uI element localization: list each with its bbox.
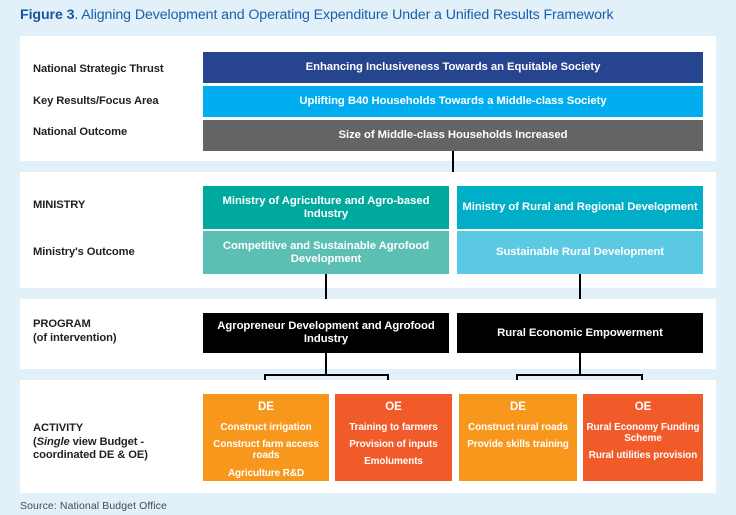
figure-title-separator: . [74,7,82,23]
activity-head: OE [634,401,652,413]
connector-program-left-bus [264,374,389,376]
activity-item: Agriculture R&D [227,467,305,479]
activity-head: DE [258,401,274,413]
row-label-key-results-focus-area: Key Results/Focus Area [33,95,159,107]
row-label-ministrys-outcome: Ministry's Outcome [33,246,135,258]
box-program-rural-economic: Rural Economic Empowerment [457,313,703,353]
activity-item: Construct irrigation [220,422,312,433]
activity-item: Construct farm access roads [213,439,319,462]
box-ministry-rural-regional: Ministry of Rural and Regional Developme… [457,186,703,229]
activity-box-de-rural: DE Construct rural roads Provide skills … [459,394,577,481]
activity-item: Training to farmers [349,422,438,433]
row-label-activity-italic: Single [36,435,70,448]
source-note: Source: National Budget Office [20,500,167,512]
activity-item: Rural utilities provision [588,450,698,462]
activity-head: OE [385,401,402,413]
row-label-activity-sub-rest: view Budget - [69,435,145,448]
bar-national-outcome: Size of Middle-class Households Increase… [203,120,703,151]
connector-national-to-ministry-stem [452,151,454,181]
box-program-agropreneur: Agropreneur Development and Agrofood Ind… [203,313,449,353]
activity-box-de-agriculture: DE Construct irrigation Construct farm a… [203,394,329,481]
row-label-activity: ACTIVITY (Single view Budget - coordinat… [33,422,148,463]
connector-ministry-right-to-program [579,274,581,315]
box-ministry-agriculture: Ministry of Agriculture and Agro-based I… [203,186,449,229]
bar-national-strategic-thrust: Enhancing Inclusiveness Towards an Equit… [203,52,703,83]
row-label-activity-sub-line1: (Single view Budget - [33,435,145,448]
page-title: Figure 3. Aligning Development and Opera… [20,7,720,23]
activity-item: Emoluments [364,456,423,468]
activity-item: Provide skills training [467,439,569,451]
activity-item: Construct rural roads [468,422,568,433]
bar-key-results-focus-area: Uplifting B40 Households Towards a Middl… [203,86,703,117]
figure-number: Figure 3 [20,7,75,23]
box-outcome-agrofood: Competitive and Sustainable Agrofood Dev… [203,231,449,274]
connector-program-right-stem [579,353,581,376]
row-label-activity-main: ACTIVITY [33,422,84,434]
activity-item: Provision of inputs [349,439,438,451]
box-outcome-rural: Sustainable Rural Development [457,231,703,274]
connector-program-left-stem [325,353,327,376]
connector-ministry-left-to-program [325,274,327,315]
figure-title-text: Aligning Development and Operating Expen… [81,7,614,23]
activity-box-oe-rural: OE Rural Economy Funding Scheme Rural ut… [583,394,703,481]
row-label-activity-sub-line2: coordinated DE & OE) [33,449,148,461]
row-label-program-sub: (of intervention) [33,331,117,344]
connector-program-right-bus [516,374,643,376]
row-label-ministry: MINISTRY [33,199,86,211]
activity-head: DE [510,401,526,413]
row-label-national-outcome: National Outcome [33,126,128,138]
activity-box-oe-agriculture: OE Training to farmers Provision of inpu… [335,394,452,481]
row-label-program-main: PROGRAM [33,318,91,330]
row-label-national-strategic-thrust: National Strategic Thrust [33,63,164,75]
row-label-program: PROGRAM (of intervention) [33,318,117,345]
activity-item: Rural Economy Funding Scheme [586,422,700,445]
